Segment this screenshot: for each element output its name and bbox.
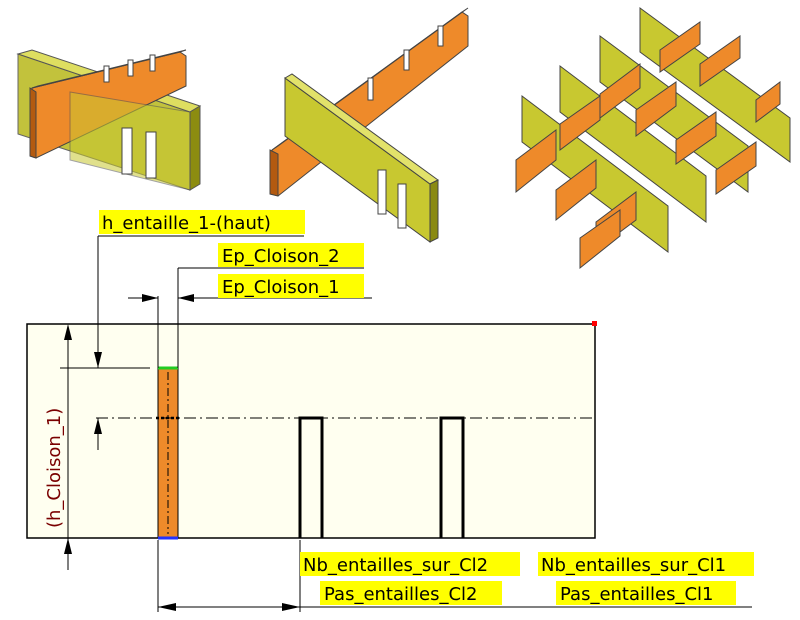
label-pas-entailles-cl1: Pas_entailles_Cl1 bbox=[560, 584, 714, 605]
illustration-cross-plates bbox=[16, 49, 202, 191]
label-nb-entailles-cl1: Nb_entailles_sur_Cl1 bbox=[541, 555, 726, 576]
label-h-cloison-1: (h_Cloison_1) bbox=[44, 408, 65, 528]
notch-2 bbox=[439, 416, 465, 538]
cloison-panel bbox=[26, 323, 596, 539]
label-ep-cloison-1: Ep_Cloison_1 bbox=[222, 277, 340, 298]
illustration-assembled-pair bbox=[269, 7, 469, 243]
illustration-grid bbox=[515, 7, 791, 270]
label-nb-entailles-cl2: Nb_entailles_sur_Cl2 bbox=[303, 555, 488, 576]
label-h-entaille-1: h_entaille_1-(haut) bbox=[102, 213, 271, 234]
label-ep-cloison-2: Ep_Cloison_2 bbox=[222, 246, 340, 267]
label-pas-entailles-cl2: Pas_entailles_Cl2 bbox=[324, 584, 478, 605]
corner-marker bbox=[592, 321, 597, 326]
notch-1 bbox=[298, 416, 324, 538]
